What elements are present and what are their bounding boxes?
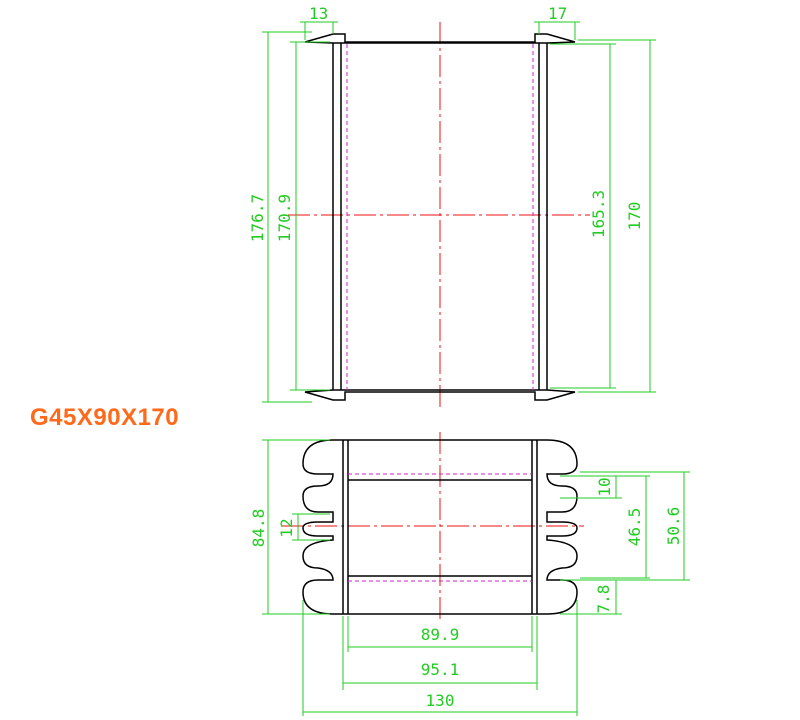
dim-mid-width: 95.1 <box>421 660 460 679</box>
dim-top-right-flange: 17 <box>548 4 567 23</box>
dim-top-left-flange: 13 <box>309 4 328 23</box>
part-title: G45X90X170 <box>30 404 180 431</box>
dim-height-right-outer: 170 <box>625 202 644 231</box>
dim-height-right-inner: 165.3 <box>589 190 608 238</box>
left-flange-outline <box>302 439 343 615</box>
dim-height-outer: 176.7 <box>248 194 267 242</box>
bottom-flange <box>304 389 576 401</box>
plan-view: 84.8 12 10 46.5 50.6 7.8 89.9 <box>249 432 690 716</box>
dim-inner-width: 89.9 <box>421 625 460 644</box>
front-view: 13 17 176.7 170.9 165.3 170 <box>248 4 656 408</box>
dim-bottom-gap: 7.8 <box>594 585 613 614</box>
dim-side-height: 84.8 <box>249 509 268 548</box>
right-flange-outline <box>537 439 578 615</box>
dim-inner-span: 46.5 <box>625 508 644 547</box>
dim-slot-width: 12 <box>277 518 296 537</box>
dim-outer-span: 50.6 <box>664 507 683 546</box>
dim-slot-pitch: 10 <box>595 477 614 496</box>
dim-height-inner: 170.9 <box>275 194 294 242</box>
top-flange <box>304 33 576 44</box>
dim-overall-width: 130 <box>426 691 455 710</box>
